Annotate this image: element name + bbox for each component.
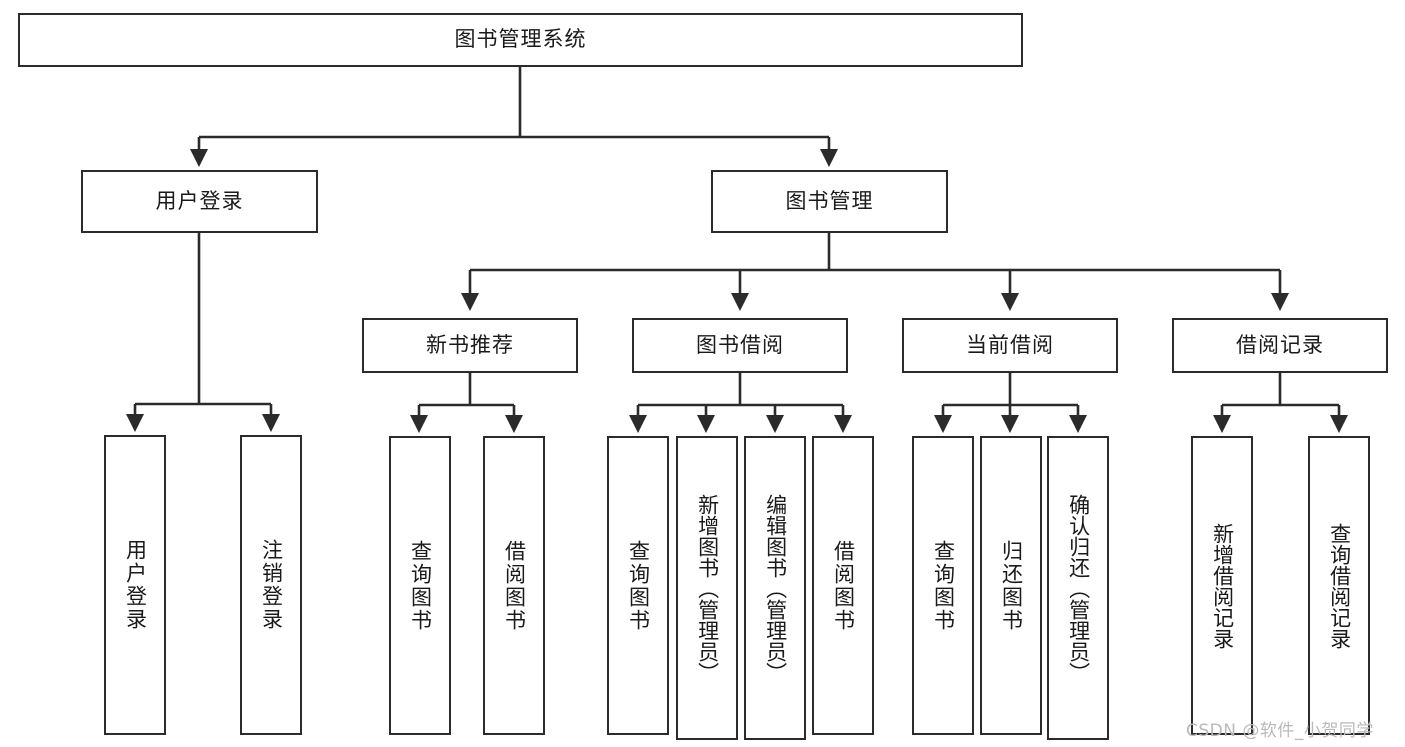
leaf-borrow-book-recommend[interactable]: 借阅图书 [483,436,545,735]
leaf-return-book[interactable]: 归还图书 [980,436,1042,735]
node-book-management[interactable]: 图书管理 [711,170,948,233]
node-current-borrow[interactable]: 当前借阅 [902,318,1118,373]
leaf-add-book-admin[interactable]: 新增图书（管理员） [676,436,738,740]
leaf-query-book-recommend[interactable]: 查询图书 [389,436,451,735]
node-new-book-recommend[interactable]: 新书推荐 [362,318,578,373]
leaf-confirm-return-admin[interactable]: 确认归还（管理员） [1047,436,1109,740]
node-user-login[interactable]: 用户登录 [81,170,318,233]
node-book-borrow[interactable]: 图书借阅 [632,318,848,373]
leaf-borrow-book[interactable]: 借阅图书 [812,436,874,735]
node-borrow-record[interactable]: 借阅记录 [1172,318,1388,373]
leaf-user-login[interactable]: 用户登录 [104,435,166,735]
node-root-book-management-system[interactable]: 图书管理系统 [18,13,1023,67]
csdn-watermark: CSDN @软件_小贺同学 [1186,721,1374,741]
leaf-query-book-borrow[interactable]: 查询图书 [607,436,669,735]
leaf-add-borrow-record[interactable]: 新增借阅记录 [1191,436,1253,735]
leaf-edit-book-admin[interactable]: 编辑图书（管理员） [744,436,806,740]
leaf-query-borrow-record[interactable]: 查询借阅记录 [1308,436,1370,735]
leaf-logout-login[interactable]: 注销登录 [240,435,302,735]
leaf-query-book-current[interactable]: 查询图书 [912,436,974,735]
